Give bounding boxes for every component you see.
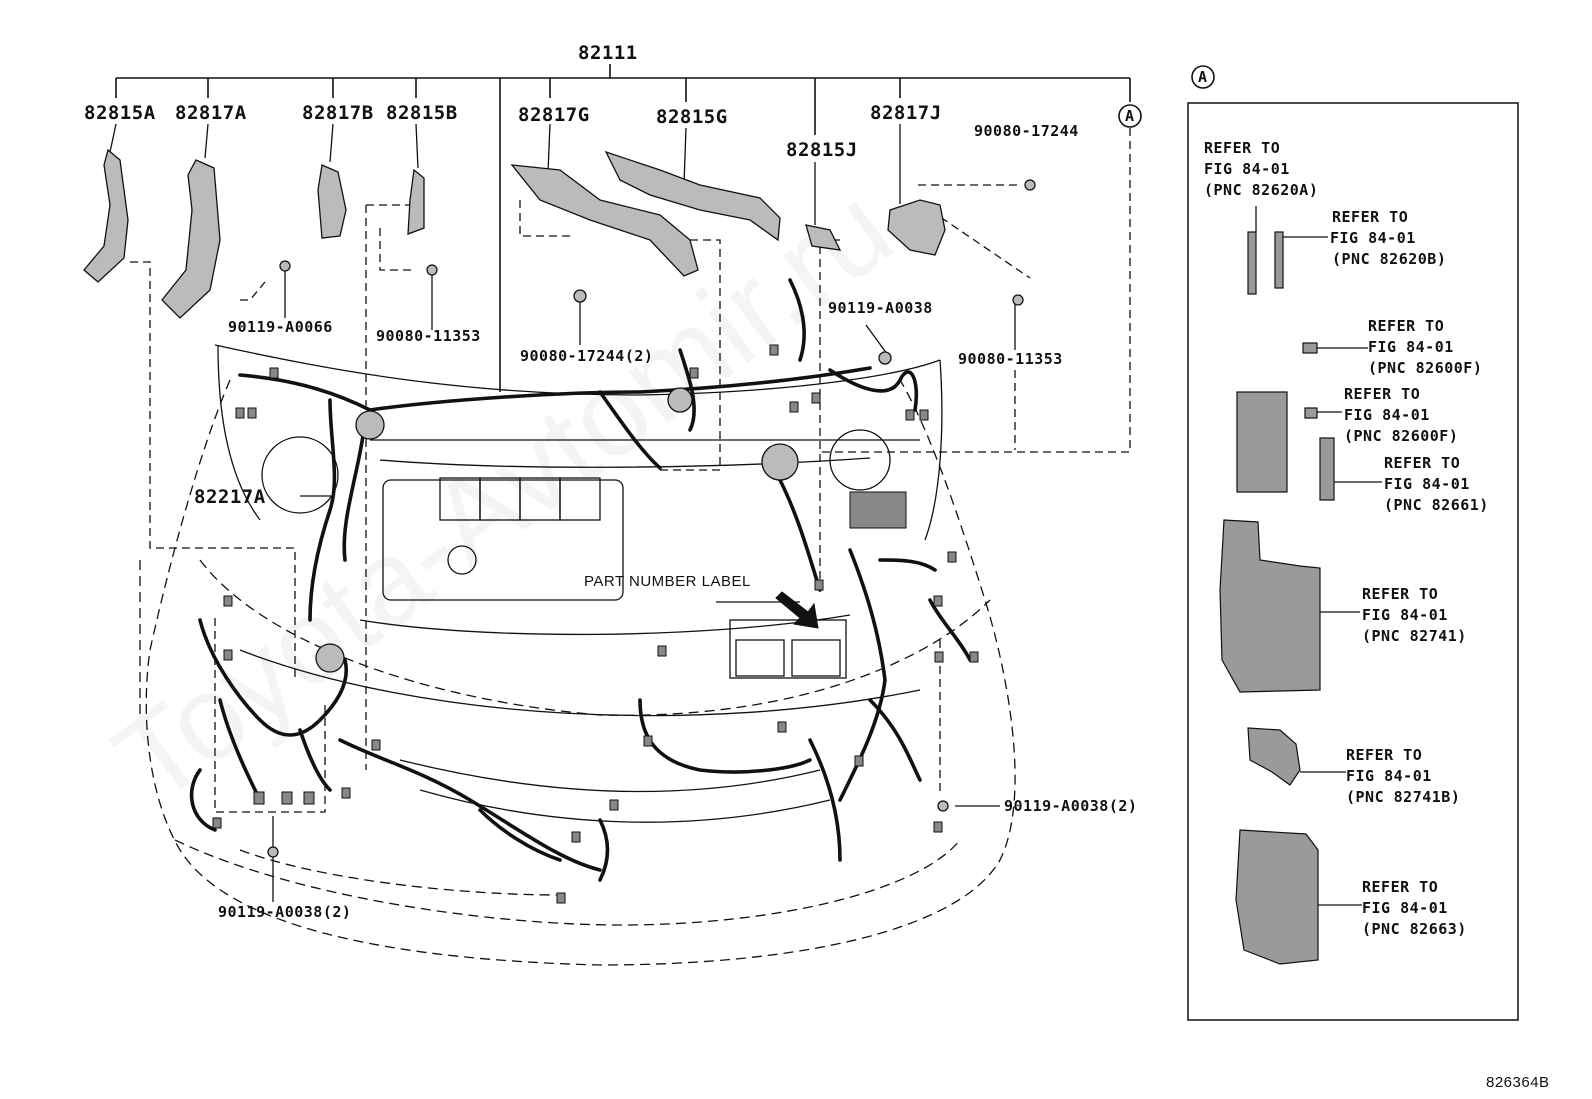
part-82817a-label: 82817A (175, 102, 247, 124)
fastener-90119-a0066: 90119-A0066 (228, 318, 333, 336)
part-number-label-text: PART NUMBER LABEL (584, 573, 751, 590)
fastener-90080-17244-2: 90080-17244(2) (520, 347, 654, 365)
part-82817g-label: 82817G (518, 104, 590, 126)
callout-a-circle (1118, 104, 1142, 128)
fastener-90119-a0038: 90119-A0038 (828, 299, 933, 317)
callout-a-label: A (1125, 107, 1135, 125)
part-82815j-label: 82815J (786, 139, 858, 161)
panel-callout-a-label: A (1198, 68, 1208, 86)
fastener-90080-17244: 90080-17244 (974, 122, 1079, 140)
label-arrow (775, 591, 819, 629)
main-part-label: 82111 (578, 42, 638, 64)
part-82815b-label: 82815B (386, 102, 458, 124)
fastener-90119-a0038-2-bottom: 90119-A0038(2) (218, 903, 352, 921)
fastener-90119-a0038-2-right: 90119-A0038(2) (1004, 797, 1138, 815)
part-82817j-label: 82817J (870, 102, 942, 124)
part-82815a-label: 82815A (84, 102, 156, 124)
part-82817b-label: 82817B (302, 102, 374, 124)
reference-panel-border (1187, 102, 1519, 1021)
fastener-90080-11353-left: 90080-11353 (376, 327, 481, 345)
fastener-90080-11353-right: 90080-11353 (958, 350, 1063, 368)
part-82217a-label: 82217A (194, 486, 266, 508)
main-bracket (115, 64, 1131, 392)
diagram-code: 826364B (1486, 1074, 1550, 1091)
part-82815g-label: 82815G (656, 106, 728, 128)
panel-callout-a-circle (1191, 65, 1215, 89)
